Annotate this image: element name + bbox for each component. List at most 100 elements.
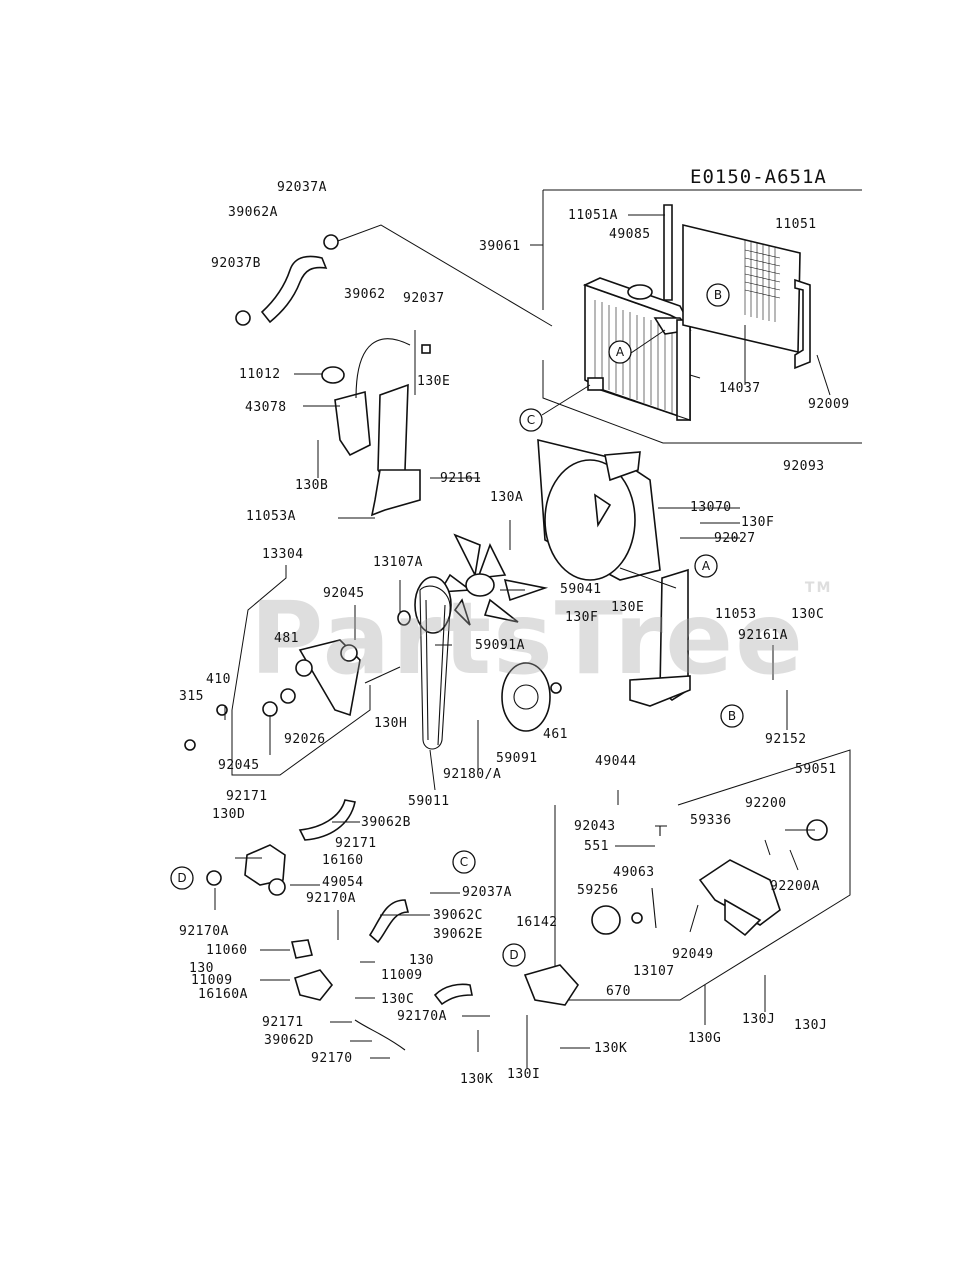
part-label-59011: 59011: [408, 794, 450, 809]
part-label-315: 315: [179, 689, 204, 704]
part-label-130E: 130E: [417, 374, 451, 389]
water-pump-group: [554, 749, 851, 1001]
part-label-59091A: 59091A: [475, 638, 525, 653]
lower-bracket: [619, 567, 691, 707]
part-label-130F: 130F: [741, 515, 775, 530]
part-label-92093: 92093: [783, 459, 825, 474]
part-label-59041: 59041: [560, 582, 602, 597]
part-label-130C: 130C: [791, 607, 825, 622]
part-label-16160A: 16160A: [198, 987, 248, 1002]
part-label-481: 481: [274, 631, 299, 646]
fan-shroud: [537, 438, 661, 581]
part-label-39062C: 39062C: [433, 908, 483, 923]
part-label-11051: 11051: [775, 217, 817, 232]
part-label-130C-2: 130C: [381, 992, 415, 1007]
svg-text:B: B: [728, 709, 736, 723]
part-label-92026: 92026: [284, 732, 326, 747]
part-label-39062D: 39062D: [264, 1033, 314, 1048]
svg-text:C: C: [460, 855, 468, 869]
part-label-92170A-2: 92170A: [179, 924, 229, 939]
part-label-130A: 130A: [490, 490, 524, 505]
part-label-49063: 49063: [613, 865, 655, 880]
part-label-16160: 16160: [322, 853, 364, 868]
watermark: PartsTreeTM: [250, 580, 833, 697]
callout-a-1: A: [608, 340, 632, 364]
part-label-11009-2: 11009: [381, 968, 423, 983]
callout-b-2: B: [720, 704, 744, 728]
part-label-14037: 14037: [719, 381, 761, 396]
callout-d-2: D: [502, 943, 526, 967]
part-label-92200A: 92200A: [770, 879, 820, 894]
part-label-49085: 49085: [609, 227, 651, 242]
part-label-92161A: 92161A: [738, 628, 788, 643]
part-label-130B: 130B: [295, 478, 329, 493]
part-label-551: 551: [584, 839, 609, 854]
part-label-92043: 92043: [574, 819, 616, 834]
part-label-43078: 43078: [245, 400, 287, 415]
part-label-11051A: 11051A: [568, 208, 618, 223]
radiator-screen: [663, 204, 811, 370]
svg-text:B: B: [714, 288, 722, 302]
part-label-92161: 92161: [440, 471, 482, 486]
part-label-59051: 59051: [795, 762, 837, 777]
part-label-92037: 92037: [403, 291, 445, 306]
part-label-92171: 92171: [226, 789, 268, 804]
part-label-49044: 49044: [595, 754, 637, 769]
part-label-130K: 130K: [594, 1041, 628, 1056]
svg-text:C: C: [527, 413, 535, 427]
callout-d-1: D: [170, 866, 194, 890]
callout-c-1: C: [519, 408, 543, 432]
part-label-13107A: 13107A: [373, 555, 423, 570]
part-label-39062: 39062: [344, 287, 386, 302]
watermark-mark: TM: [804, 580, 833, 596]
part-label-130I: 130I: [507, 1067, 541, 1082]
reserve-tank: [321, 338, 431, 517]
diagram-code: E0150-A651A: [690, 166, 827, 188]
part-label-461: 461: [543, 727, 568, 742]
part-label-11060: 11060: [206, 943, 248, 958]
part-label-11053: 11053: [715, 607, 757, 622]
thermostat-housing: [206, 799, 580, 1051]
part-label-92045-2: 92045: [218, 758, 260, 773]
svg-text:D: D: [177, 871, 186, 885]
part-label-13304: 13304: [262, 547, 304, 562]
part-label-11009: 11009: [191, 973, 233, 988]
part-label-39061: 39061: [479, 239, 521, 254]
part-label-92180A: 92180/A: [443, 767, 502, 782]
part-label-670: 670: [606, 984, 631, 999]
part-label-92152: 92152: [765, 732, 807, 747]
part-label-39062A: 39062A: [228, 205, 278, 220]
part-label-92045: 92045: [323, 586, 365, 601]
part-label-130H: 130H: [374, 716, 408, 731]
part-label-92009: 92009: [808, 397, 850, 412]
part-label-16142: 16142: [516, 915, 558, 930]
callout-c-2: C: [452, 850, 476, 874]
radiator-group-outline: [326, 189, 862, 444]
part-label-92171-2: 92171: [335, 836, 377, 851]
part-label-92200: 92200: [745, 796, 787, 811]
part-label-130J-2: 130J: [794, 1018, 828, 1033]
callout-a-2: A: [694, 554, 718, 578]
part-label-92170A: 92170A: [306, 891, 356, 906]
part-label-59091: 59091: [496, 751, 538, 766]
part-label-92171-3: 92171: [262, 1015, 304, 1030]
part-label-130-2: 130: [409, 953, 434, 968]
part-label-92037A-2: 92037A: [462, 885, 512, 900]
part-label-92027: 92027: [714, 531, 756, 546]
part-label-92049: 92049: [672, 947, 714, 962]
part-label-59336: 59336: [690, 813, 732, 828]
svg-text:A: A: [616, 345, 625, 359]
part-label-11053A: 11053A: [246, 509, 296, 524]
part-label-130J: 130J: [742, 1012, 776, 1027]
part-label-39062B: 39062B: [361, 815, 411, 830]
part-label-92170A-3: 92170A: [397, 1009, 447, 1024]
upper-hose: [235, 234, 339, 326]
part-label-130D: 130D: [212, 807, 246, 822]
part-label-92037B: 92037B: [211, 256, 261, 271]
radiator: [582, 277, 692, 422]
part-label-130G: 130G: [688, 1031, 722, 1046]
part-label-130: 130: [189, 961, 214, 976]
part-label-11012: 11012: [239, 367, 281, 382]
